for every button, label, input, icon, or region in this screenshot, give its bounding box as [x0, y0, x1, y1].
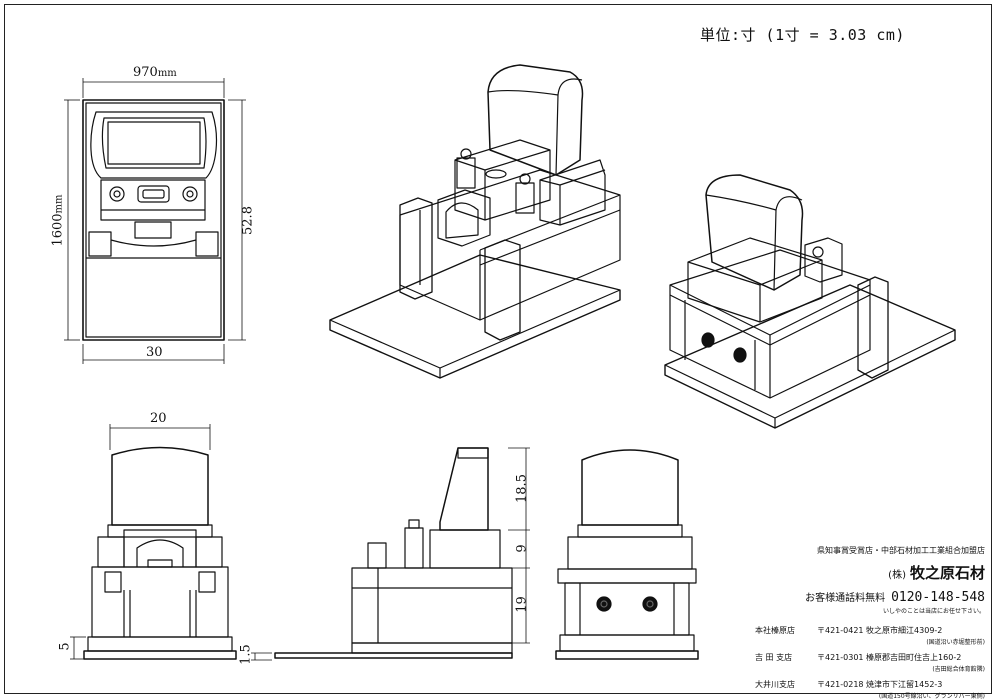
- front-width-label: 20: [150, 411, 167, 426]
- company-kabu: (株): [888, 570, 906, 581]
- phone-number[interactable]: 0120-148-548: [891, 590, 985, 605]
- branch-note: (吉田総合体育館隣): [932, 666, 985, 673]
- branch-note: (国道150号線沿い、グランリバー東側): [878, 693, 985, 700]
- isometric-rear-view: [664, 174, 956, 429]
- branch-row: 本社榛原店 〒421-0421 牧之原市細江4309-2 (国道沿い赤堀整形前): [755, 625, 985, 646]
- front-elevation: [70, 424, 237, 660]
- phone-row: お客様通話料無料 0120-148-548: [755, 589, 985, 605]
- plan-width-unit: mm: [157, 68, 177, 79]
- phone-label: お客様通話料無料: [805, 593, 886, 604]
- rear-elevation: [555, 449, 699, 660]
- branch-name: 吉 田 支店: [755, 653, 793, 662]
- association-text: 県知事賞受賞店・中部石材加工工業組合加盟店: [817, 546, 985, 555]
- branch-note: (国道沿い赤堀整形前): [926, 639, 985, 646]
- branch-address: 〒421-0421 牧之原市細江4309-2: [817, 626, 943, 635]
- side-elevation: [251, 447, 530, 661]
- branch-address: 〒421-0218 焼津市下江留1452-3: [817, 680, 943, 689]
- side-low-label: 19: [514, 596, 530, 613]
- company-name: 牧之原石材: [909, 564, 985, 582]
- branch-name: 大井川支店: [755, 680, 795, 689]
- phone-note: いしやのことは当店にお任せ下さい。: [883, 608, 985, 615]
- branch-address-block: 〒421-0421 牧之原市細江4309-2 (国道沿い赤堀整形前): [817, 625, 985, 646]
- plan-depth-shaku: 52.8: [240, 206, 256, 235]
- branch-address-block: 〒421-0301 榛原郡吉田町住吉上160-2 (吉田総合体育館隣): [817, 652, 985, 673]
- branch-address: 〒421-0301 榛原郡吉田町住吉上160-2: [817, 653, 962, 662]
- branch-name: 本社榛原店: [755, 626, 795, 635]
- plan-depth-unit: mm: [53, 194, 65, 214]
- side-plinth-label: 1.5: [238, 644, 254, 665]
- unit-note: 単位:寸 (1寸 = 3.03 cm): [700, 26, 905, 44]
- company-name-row: (株)牧之原石材: [755, 562, 985, 583]
- branch-row: 吉 田 支店 〒421-0301 榛原郡吉田町住吉上160-2 (吉田総合体育館…: [755, 652, 985, 673]
- branch-address-block: 〒421-0218 焼津市下江留1452-3 (国道150号線沿い、グランリバー…: [817, 679, 985, 700]
- isometric-front-view: [329, 64, 621, 379]
- plan-width-value: 970: [133, 65, 158, 80]
- plan-depth-label: 1600mm: [50, 191, 66, 251]
- drawing-frame: [4, 4, 992, 694]
- plan-width-shaku: 30: [146, 345, 163, 360]
- side-mid-label: 9: [514, 544, 530, 553]
- plan-width-label: 970mm: [133, 66, 177, 79]
- side-top-label: 18.5: [514, 474, 530, 503]
- plan-depth-value: 1600: [50, 213, 66, 247]
- plan-view: [64, 78, 246, 364]
- base-height-label: 5: [57, 642, 73, 651]
- branch-row: 大井川支店 〒421-0218 焼津市下江留1452-3 (国道150号線沿い、…: [755, 679, 985, 700]
- company-info: 県知事賞受賞店・中部石材加工工業組合加盟店 (株)牧之原石材 お客様通話料無料 0…: [755, 545, 985, 700]
